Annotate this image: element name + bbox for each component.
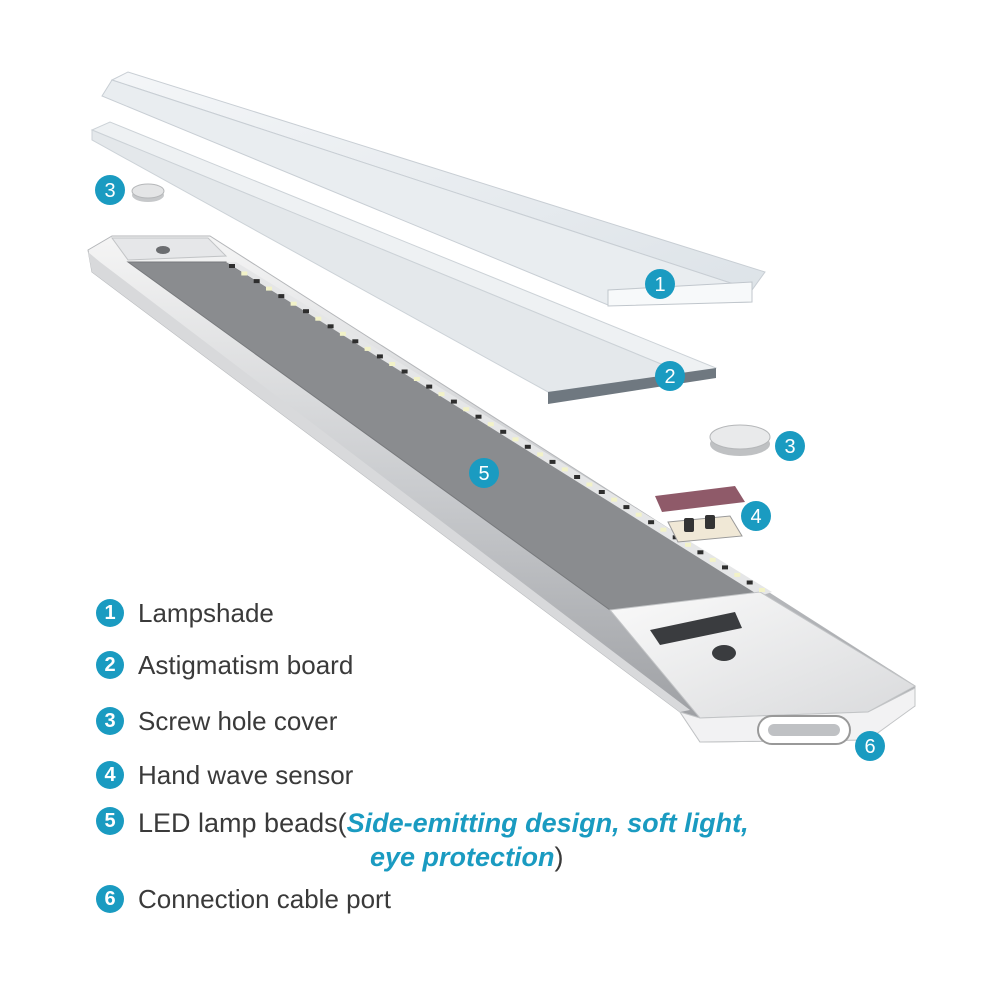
led-bead <box>463 407 470 412</box>
hand-wave-sensor-part <box>655 486 745 543</box>
led-bead <box>574 475 581 479</box>
led-bead <box>524 444 531 449</box>
callout-3-left: 3 <box>95 175 125 205</box>
led-bead <box>315 316 322 321</box>
callout-6: 6 <box>855 731 885 761</box>
led-bead <box>364 346 371 351</box>
led-bead <box>253 279 260 284</box>
led-bead <box>229 264 235 268</box>
led-bead <box>635 512 642 517</box>
svg-text:5: 5 <box>478 463 489 485</box>
callout-5: 5 <box>469 458 499 488</box>
led-bead <box>487 422 494 427</box>
screw-hole-cover-large <box>709 424 771 456</box>
led-bead <box>352 339 359 344</box>
led-bead <box>413 377 420 381</box>
screw-hole-cover-small <box>131 183 165 202</box>
led-bead <box>611 497 618 502</box>
svg-text:1: 1 <box>654 274 665 296</box>
led-bead <box>339 331 346 336</box>
led-bead <box>512 437 519 442</box>
led-bead <box>426 384 433 389</box>
callout-2: 2 <box>655 361 685 391</box>
lampshade-part <box>101 71 766 307</box>
led-bead <box>598 490 605 494</box>
svg-text:4: 4 <box>750 506 761 528</box>
callout-1: 1 <box>645 269 675 299</box>
led-bead <box>327 324 334 329</box>
led-bead <box>697 550 704 555</box>
led-bead <box>401 369 408 374</box>
led-bead <box>561 467 568 472</box>
led-bead <box>376 354 383 359</box>
svg-text:2: 2 <box>664 366 675 388</box>
led-bead <box>266 286 272 291</box>
led-bead <box>586 482 593 487</box>
led-bead <box>537 452 544 457</box>
svg-text:3: 3 <box>104 180 115 202</box>
led-bead <box>549 459 556 464</box>
led-bead <box>500 429 507 434</box>
svg-text:6: 6 <box>864 736 875 758</box>
led-bead <box>759 588 765 592</box>
led-bead <box>450 399 457 404</box>
callout-4: 4 <box>741 501 771 531</box>
led-bead <box>623 505 630 510</box>
led-bead <box>389 362 396 366</box>
led-bead <box>734 572 741 577</box>
led-bead <box>241 271 248 276</box>
led-bead <box>438 392 445 397</box>
led-bead <box>685 542 691 547</box>
lamp-housing <box>87 235 916 745</box>
led-beads <box>229 264 765 592</box>
led-bead <box>278 294 285 299</box>
led-bead <box>303 309 309 314</box>
led-bead <box>660 527 667 532</box>
led-bead <box>648 520 655 525</box>
led-bead <box>475 414 482 419</box>
led-bead <box>709 557 716 562</box>
svg-text:3: 3 <box>784 436 795 458</box>
led-bead <box>746 580 753 585</box>
callout-3-right: 3 <box>775 431 805 461</box>
led-bead <box>722 565 728 570</box>
led-bead <box>290 301 297 306</box>
